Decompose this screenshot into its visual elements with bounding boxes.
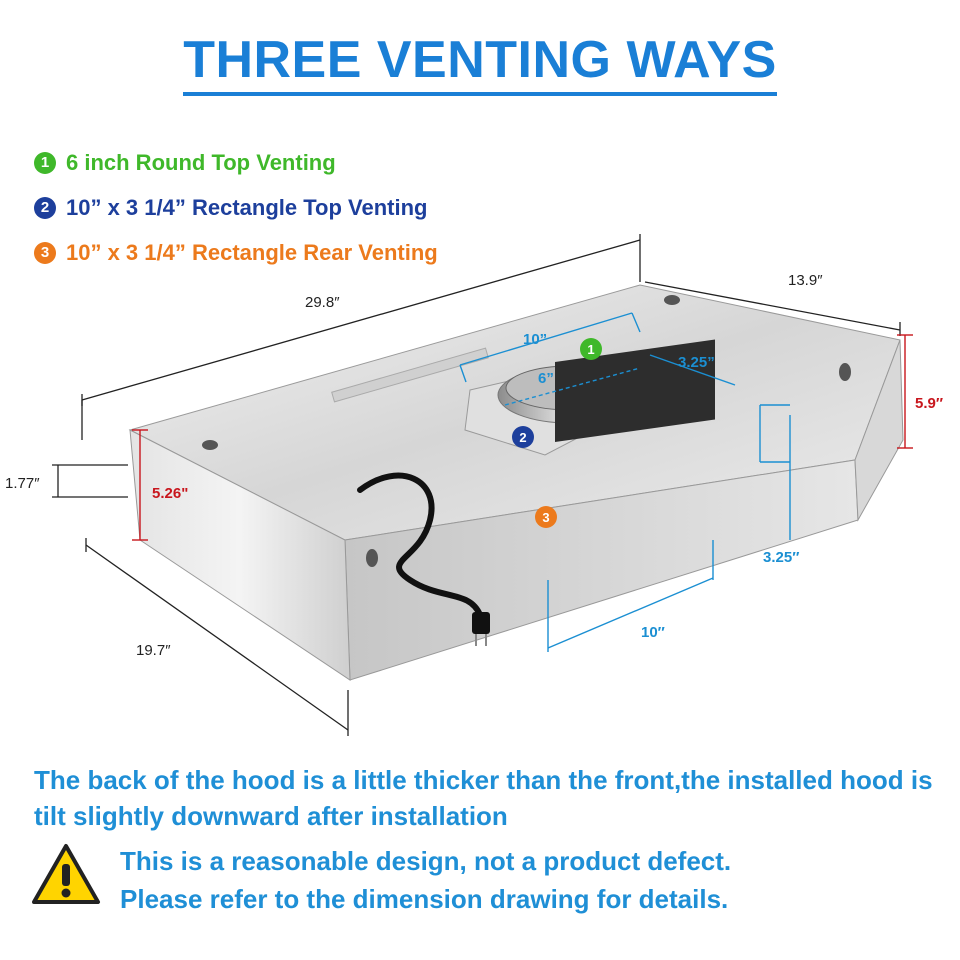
warning-icon — [32, 844, 100, 904]
marker-3: 3 — [535, 506, 557, 528]
power-plug-icon — [472, 612, 490, 634]
dim-depth-top: 13.9″ — [788, 272, 823, 289]
dim-round-diameter: 6” — [538, 370, 554, 387]
title-text: THREE VENTING WAYS — [183, 30, 777, 96]
mount-hole-icon — [664, 295, 680, 305]
option-label: 10” x 3 1/4” Rectangle Rear Venting — [66, 239, 438, 265]
installation-note: The back of the hood is a little thicker… — [34, 765, 933, 831]
option-rect-rear: 3 10” x 3 1/4” Rectangle Rear Venting — [34, 230, 438, 275]
marker-2-label: 2 — [519, 430, 526, 445]
warning-line-2: Please refer to the dimension drawing fo… — [120, 884, 729, 914]
mount-hole-icon — [839, 363, 851, 381]
dim-side-depth: 19.7″ — [136, 642, 171, 659]
dim-front-height: 5.26" — [152, 485, 188, 502]
mount-hole-icon — [366, 549, 378, 567]
option-number-icon: 2 — [34, 196, 56, 219]
warning-text: This is a reasonable design, not a produ… — [120, 842, 731, 918]
hood-dimension-drawing: 1 2 3 29.8″ 13.9″ 5.9″ 1.77″ 5.26" 19.7″… — [5, 234, 943, 736]
dim-rear-rect-width: 10″ — [641, 624, 665, 641]
option-rect-top: 2 10” x 3 1/4” Rectangle Top Venting — [34, 185, 438, 230]
mount-hole-icon — [202, 440, 218, 450]
marker-1: 1 — [580, 338, 602, 360]
dim-length: 29.8″ — [305, 294, 340, 311]
dim-top-rect-height: 3.25” — [678, 354, 715, 371]
red-dimension-lines — [132, 334, 913, 541]
title: THREE VENTING WAYS — [0, 30, 960, 96]
option-round-top: 1 6 inch Round Top Venting — [34, 140, 438, 185]
dimension-lines — [52, 234, 901, 736]
venting-options: 1 6 inch Round Top Venting 2 10” x 3 1/4… — [34, 140, 438, 275]
hood-body — [128, 284, 904, 681]
option-label: 6 inch Round Top Venting — [66, 149, 336, 175]
dim-back-height: 5.9″ — [915, 395, 943, 412]
option-label: 10” x 3 1/4” Rectangle Top Venting — [66, 194, 428, 220]
option-number-icon: 1 — [34, 151, 56, 174]
power-cord-icon — [357, 472, 483, 618]
marker-3-label: 3 — [542, 510, 549, 525]
hood-front-panel — [129, 429, 351, 681]
option-number-icon: 3 — [34, 241, 56, 264]
dim-top-rect-width: 10” — [523, 331, 547, 348]
dim-front-lip: 1.77″ — [5, 475, 40, 492]
marker-2: 2 — [512, 426, 534, 448]
warning-line-1: This is a reasonable design, not a produ… — [120, 846, 732, 876]
hood-right-side — [854, 339, 904, 522]
marker-1-label: 1 — [587, 342, 594, 357]
top-panel-strip — [331, 347, 489, 403]
rear-vent-opening — [555, 339, 715, 442]
dim-rear-rect-height: 3.25″ — [763, 549, 799, 566]
blue-dimension-lines — [459, 312, 791, 652]
